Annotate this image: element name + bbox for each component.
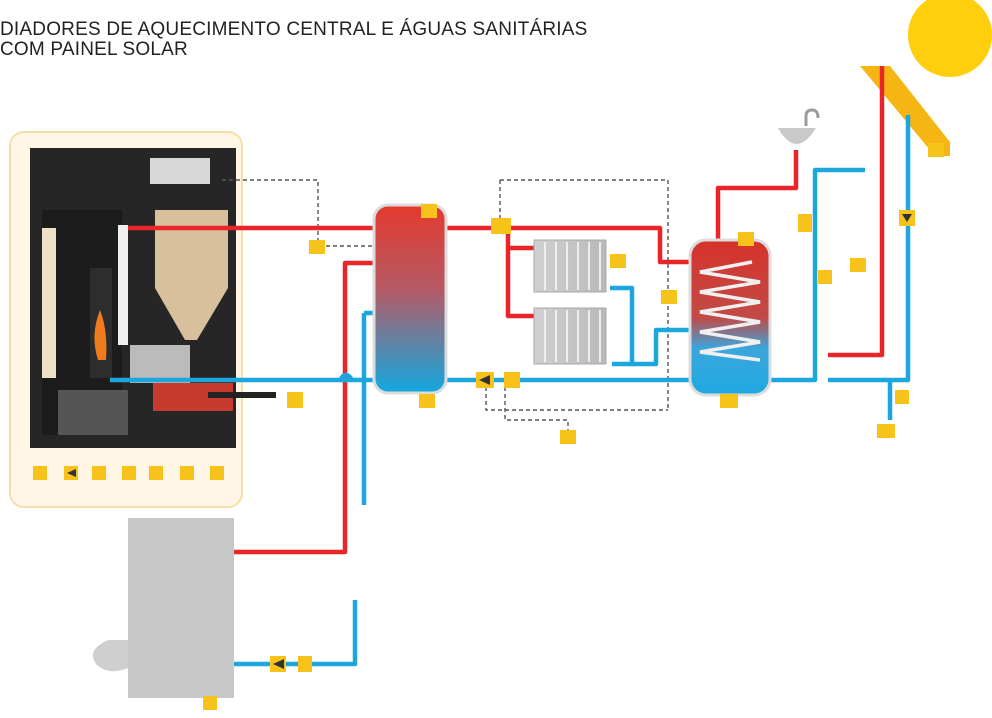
solar-coil (699, 260, 761, 362)
sun-icon (908, 0, 992, 77)
solar-panel (860, 66, 950, 156)
secondary-boiler (128, 518, 234, 698)
faucet-icon (778, 108, 820, 144)
hot-water-pipes (128, 66, 885, 555)
title-line-1: DIADORES DE AQUECIMENTO CENTRAL E ÁGUAS … (0, 19, 588, 40)
radiator-upper (533, 239, 607, 293)
page-title: DIADORES DE AQUECIMENTO CENTRAL E ÁGUAS … (0, 20, 588, 60)
pellet-hopper (155, 210, 228, 340)
buffer-tank (372, 203, 448, 395)
boiler-icon-row (33, 466, 224, 480)
pump-icon (67, 214, 912, 669)
control-wiring (222, 179, 669, 437)
title-line-2: COM PAINEL SOLAR (0, 39, 188, 60)
burner (92, 640, 128, 672)
radiator-lower (533, 307, 607, 365)
component-labels (270, 143, 944, 672)
